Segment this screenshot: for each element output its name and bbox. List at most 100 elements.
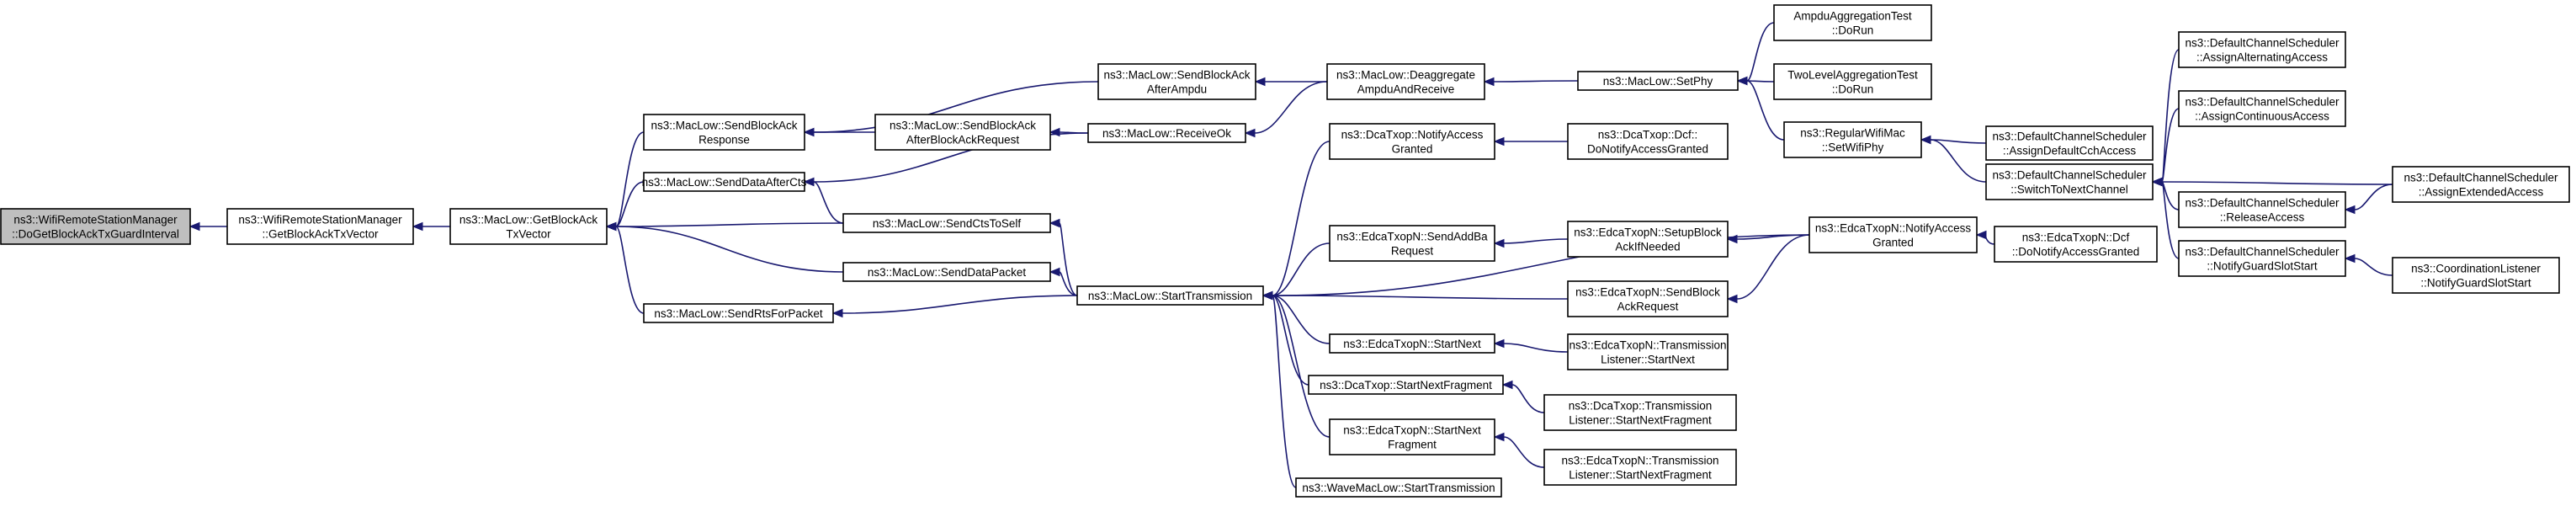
- node-label: AmpduAndReceive: [1357, 83, 1455, 96]
- node-label: ns3::EdcaTxopN::StartNext: [1343, 424, 1481, 437]
- node-label: AfterAmpdu: [1147, 83, 1207, 96]
- node-box: [1329, 123, 1495, 160]
- node-label: ns3::CoordinationListener: [2411, 263, 2541, 275]
- edge-n23-to-n22: [2344, 253, 2393, 276]
- edge-n37-to-n36: [1493, 432, 1545, 468]
- node-ns3-defaultchannelscheduler-assignextendedaccess[interactable]: ns3::DefaultChannelScheduler::AssignExte…: [2392, 166, 2570, 203]
- node-ns3-defaultchannelscheduler-notifyguardslotstart[interactable]: ns3::DefaultChannelScheduler::NotifyGuar…: [2178, 240, 2346, 277]
- edge-line: [1503, 343, 1569, 353]
- arrowhead: [1726, 234, 1738, 244]
- node-ns3-defaultchannelscheduler-switchtonextchannel[interactable]: ns3::DefaultChannelScheduler::SwitchToNe…: [1985, 163, 2154, 200]
- node-label: ns3::MacLow::SendDataAfterCts: [642, 176, 807, 189]
- edge-n18-to-n17: [2151, 49, 2180, 187]
- node-label: ns3::EdcaTxopN::SetupBlock: [1574, 226, 1722, 239]
- edge-line: [842, 295, 1078, 314]
- node-box: [643, 172, 805, 192]
- edge-layer: [189, 22, 2393, 488]
- node-ns3-edcatxopn-startnext[interactable]: ns3::EdcaTxopN::StartNext: [1329, 333, 1495, 354]
- node-ns3-maclow-sendrtsforpacket[interactable]: ns3::MacLow::SendRtsForPacket: [643, 303, 834, 323]
- node-ns3-dcatxop-transmission-listener-startnextfragment[interactable]: ns3::DcaTxop::TransmissionListener::Star…: [1543, 394, 1737, 431]
- node-label: ns3::EdcaTxopN::Dcf: [2022, 232, 2130, 244]
- node-box: [1329, 333, 1495, 354]
- arrowhead: [2344, 253, 2356, 264]
- node-ns3-edcatxopn-transmission-listener-startnextfragment[interactable]: ns3::EdcaTxopN::TransmissionListener::St…: [1543, 449, 1737, 486]
- node-ns3-edcatxopn-startnext-fragment[interactable]: ns3::EdcaTxopN::StartNextFragment: [1329, 418, 1495, 455]
- edge-line: [1059, 222, 1078, 296]
- node-ns3-maclow-senddataaftercts[interactable]: ns3::MacLow::SendDataAfterCts: [642, 172, 807, 192]
- node-ns3-defaultchannelscheduler-assignalternatingaccess[interactable]: ns3::DefaultChannelScheduler::AssignAlte…: [2178, 31, 2346, 68]
- node-label: ns3::MacLow::SendBlockAck: [890, 120, 1036, 132]
- node-box: [1809, 216, 1978, 253]
- edge-line: [813, 181, 844, 224]
- edge-n30-to-n29: [1975, 230, 1995, 245]
- node-box: [842, 262, 1051, 282]
- edge-n6-to-n2: [605, 221, 844, 273]
- node-ns3-edcatxopn-transmission-listener-startnext[interactable]: ns3::EdcaTxopN::TransmissionListener::St…: [1567, 333, 1729, 370]
- node-label: ns3::DefaultChannelScheduler: [2403, 172, 2558, 184]
- node-ns3-regularwifimac-setwifiphy[interactable]: ns3::RegularWifiMac::SetWifiPhy: [1783, 121, 1922, 158]
- node-ns3-dcatxop-notifyaccess-granted[interactable]: ns3::DcaTxop::NotifyAccessGranted: [1329, 123, 1495, 160]
- edge-n21-to-n20: [2344, 184, 2393, 215]
- edge-line: [1254, 81, 1328, 134]
- node-ns3-defaultchannelscheduler-releaseaccess[interactable]: ns3::DefaultChannelScheduler::ReleaseAcc…: [2178, 191, 2346, 228]
- node-label: ::AssignExtendedAccess: [2419, 186, 2544, 199]
- node-ns3-dcatxop-startnextfragment[interactable]: ns3::DcaTxop::StartNextFragment: [1308, 375, 1504, 395]
- edge-line: [1930, 139, 1987, 144]
- node-label: TwoLevelAggregationTest: [1787, 69, 1918, 82]
- node-box: [1329, 418, 1495, 455]
- node-ns3-defaultchannelscheduler-assigndefaultcchaccess[interactable]: ns3::DefaultChannelScheduler::AssignDefa…: [1985, 125, 2154, 161]
- edge-n3-to-n2: [605, 131, 645, 232]
- node-ns3-edcatxopn-dcf-donotifyaccessgranted[interactable]: ns3::EdcaTxopN::Dcf::DoNotifyAccessGrant…: [1994, 226, 2158, 263]
- node-label: ns3::DcaTxop::StartNextFragment: [1320, 379, 1492, 391]
- node-box: [643, 303, 834, 323]
- arrowhead: [605, 221, 617, 232]
- node-label: ns3::MacLow::Deaggregate: [1336, 69, 1475, 82]
- node-ns3-maclow-starttransmission[interactable]: ns3::MacLow::StartTransmission: [1076, 285, 1264, 306]
- node-box: [1567, 333, 1729, 370]
- edge-line: [1984, 234, 1995, 245]
- edge-line: [1493, 80, 1579, 83]
- edge-line: [1272, 295, 1330, 438]
- arrowhead: [1493, 432, 1505, 442]
- node-ns3-maclow-senddatapacket[interactable]: ns3::MacLow::SendDataPacket: [842, 262, 1051, 282]
- node-box: [2178, 31, 2346, 68]
- node-box: [1076, 285, 1264, 306]
- node-ns3-maclow-setphy[interactable]: ns3::MacLow::SetPhy: [1577, 71, 1739, 91]
- arrowhead: [1920, 135, 1931, 145]
- node-ampduaggregationtest-dorun[interactable]: AmpduAggregationTest::DoRun: [1773, 4, 1932, 41]
- node-label: AckIfNeeded: [1615, 241, 1680, 253]
- node-ns3-wifiremotestationmanager-getblockacktxvector[interactable]: ns3::WifiRemoteStationManager::GetBlockA…: [226, 208, 414, 245]
- edge-n2-to-n1: [412, 221, 450, 232]
- node-label: ns3::MacLow::SendRtsForPacket: [654, 307, 823, 320]
- node-label: Listener::StartNextFragment: [1569, 414, 1712, 427]
- node-ns3-coordinationlistener-notifyguardslotstart[interactable]: ns3::CoordinationListener::NotifyGuardSl…: [2392, 257, 2560, 294]
- node-ns3-defaultchannelscheduler-assigncontinuousaccess[interactable]: ns3::DefaultChannelScheduler::AssignCont…: [2178, 90, 2346, 127]
- node-ns3-edcatxopn-notifyaccess-granted[interactable]: ns3::EdcaTxopN::NotifyAccessGranted: [1809, 216, 1978, 253]
- arrowhead: [1493, 238, 1505, 248]
- node-ns3-wavemaclow-starttransmission[interactable]: ns3::WaveMacLow::StartTransmission: [1295, 477, 1502, 498]
- node-label: ns3::DcaTxop::Dcf::: [1598, 129, 1698, 141]
- node-label: Fragment: [1388, 439, 1437, 451]
- edge-n29-to-n28: [1726, 234, 1810, 244]
- node-twolevelaggregationtest-dorun[interactable]: TwoLevelAggregationTest::DoRun: [1773, 63, 1932, 100]
- edge-n13-to-n12: [1736, 22, 1775, 86]
- node-ns3-maclow-getblockack-txvector[interactable]: ns3::MacLow::GetBlockAckTxVector: [449, 208, 608, 245]
- node-ns3-maclow-sendctstoself[interactable]: ns3::MacLow::SendCtsToSelf: [842, 213, 1051, 233]
- node-ns3-dcatxop-dcf-donotifyaccessgranted[interactable]: ns3::DcaTxop::Dcf::DoNotifyAccessGranted: [1567, 123, 1729, 160]
- edge-n19-to-n17: [2151, 108, 2180, 187]
- edge-n28-to-n27: [1493, 238, 1569, 248]
- edge-line: [615, 226, 645, 314]
- edge-n15-to-n12: [1736, 76, 1785, 141]
- node-ns3-maclow-sendblockack-afterblockackrequest[interactable]: ns3::MacLow::SendBlockAckAfterBlockAckRe…: [874, 114, 1051, 151]
- edge-line: [615, 222, 844, 227]
- node-ns3-wifiremotestationmanager-dogetblockacktxguardinterval[interactable]: ns3::WifiRemoteStationManager::DoGetBloc…: [0, 208, 191, 245]
- node-box: [1773, 4, 1932, 41]
- node-ns3-maclow-receiveok[interactable]: ns3::MacLow::ReceiveOk: [1087, 123, 1246, 143]
- edge-n27-to-n24: [1261, 242, 1330, 301]
